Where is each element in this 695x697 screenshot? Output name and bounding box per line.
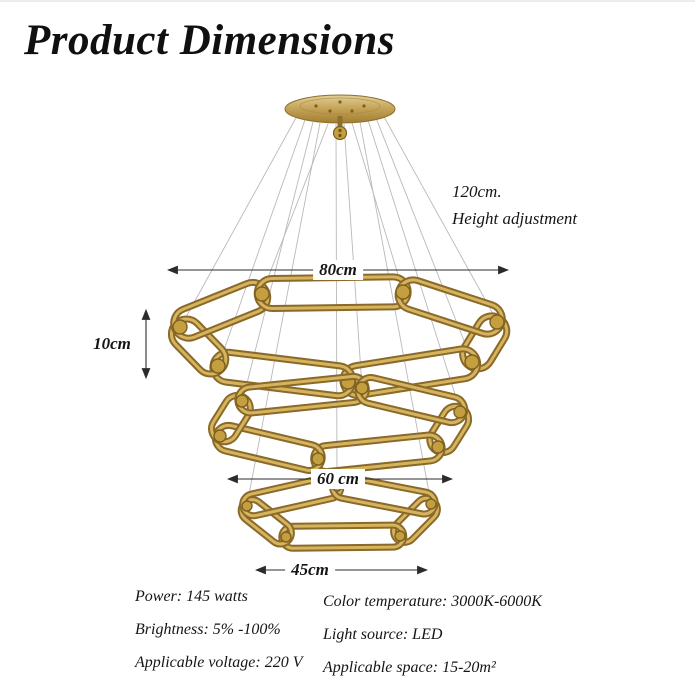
spec-brightness: Brightness: 5% -100%: [135, 621, 281, 638]
chain-link: [253, 273, 412, 313]
page-title: Product Dimensions: [24, 17, 395, 64]
link-connectors: [213, 381, 467, 466]
ring-height-label: 10cm: [87, 334, 137, 354]
suspension-wires: [179, 114, 498, 506]
link-connectors: [172, 284, 505, 390]
canopy-knob: [332, 125, 348, 141]
middle-ring-width-label: 60 cm: [310, 469, 366, 489]
spec-power: Power: 145 watts: [135, 588, 248, 605]
height-adjustment-note: 120cm. Height adjustment: [452, 178, 577, 232]
top-ring-width-label: 80cm: [313, 260, 363, 280]
chain-link: [209, 348, 357, 400]
spec-applicable-space: Applicable space: 15-20m²: [323, 659, 496, 676]
spec-color-temperature: Color temperature: 3000K-6000K: [323, 593, 542, 610]
spec-voltage: Applicable voltage: 220 V: [135, 654, 303, 671]
height-adjustment-value: 120cm.: [452, 182, 502, 201]
ring-tier-2: [208, 372, 473, 476]
ceiling-canopy: [284, 94, 396, 141]
specs-column-right: Color temperature: 3000K-6000K Light sou…: [323, 593, 542, 692]
spec-light-source: Light source: LED: [323, 626, 443, 643]
chain-link: [310, 431, 446, 476]
height-adjustment-caption: Height adjustment: [452, 209, 578, 228]
ring-tier-3: [237, 472, 441, 552]
chain-link: [211, 421, 326, 474]
canopy-stem: [337, 116, 343, 129]
specs-column-left: Power: 145 watts Brightness: 5% -100% Ap…: [135, 588, 303, 687]
bottom-ring-width-label: 45cm: [285, 560, 335, 580]
chain-link: [278, 521, 408, 552]
